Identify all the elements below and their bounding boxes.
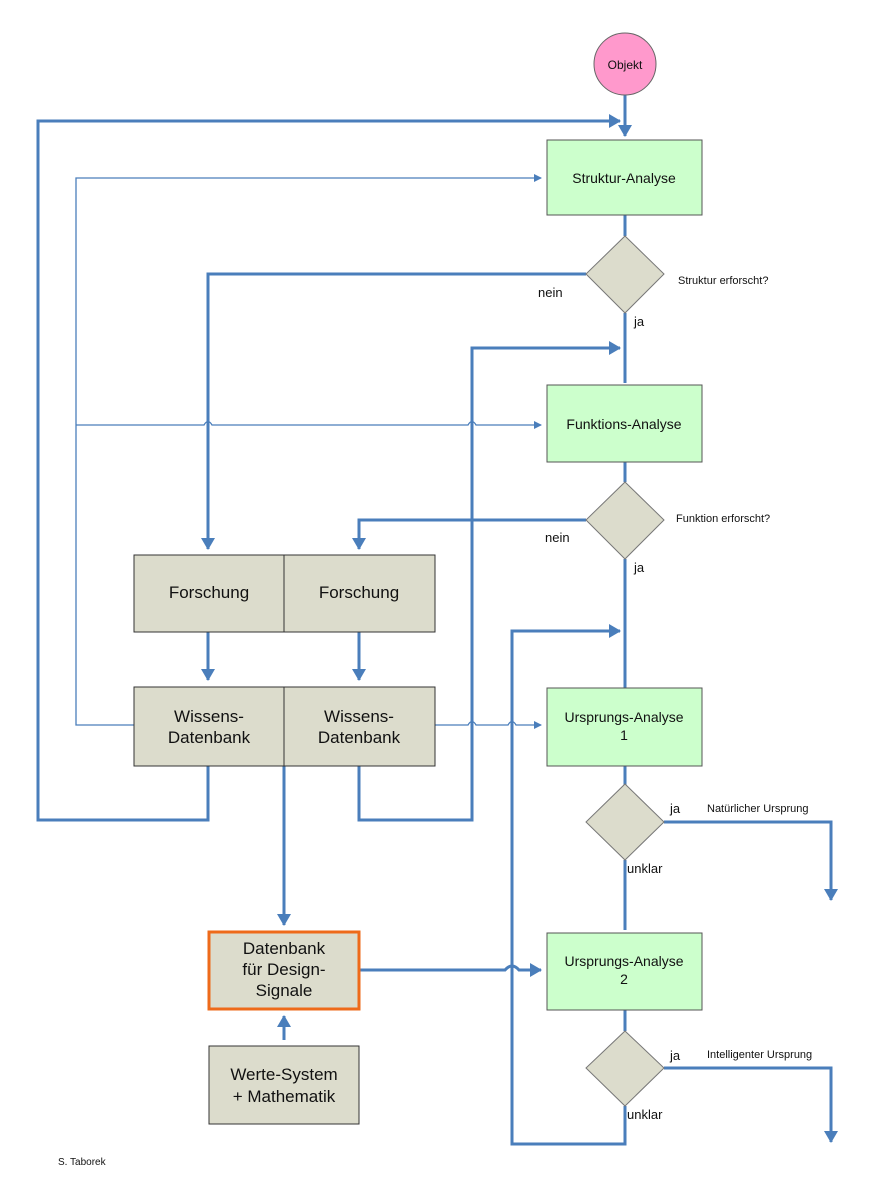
process-werte-system: Werte-System + Mathematik bbox=[208, 1045, 360, 1125]
process-wissens-datenbank-right: Wissens- Datenbank bbox=[283, 686, 436, 767]
process-funktions-analyse: Funktions-Analyse bbox=[546, 384, 703, 463]
decision-ursprung-2-yes-label: ja bbox=[669, 1048, 681, 1063]
decision-ursprung-1-result: Natürlicher Ursprung bbox=[707, 803, 808, 815]
process-struktur-analyse: Struktur-Analyse bbox=[546, 139, 703, 216]
forschung-left-label: Forschung bbox=[169, 583, 249, 602]
connector-d4-yes bbox=[664, 1066, 838, 1143]
start-node-label: Objekt bbox=[608, 58, 643, 72]
decision-ursprung-1-unclear-label: unklar bbox=[627, 861, 663, 876]
connector-thin-to-ua1 bbox=[435, 720, 542, 729]
decision-ursprung-1 bbox=[585, 783, 665, 861]
decision-funktion-no-label: nein bbox=[545, 530, 570, 545]
forschung-right-label: Forschung bbox=[319, 583, 399, 602]
ursprungs-analyse-1-line-1: Ursprungs-Analyse bbox=[564, 709, 683, 725]
design-db-line-2: für Design- bbox=[242, 960, 325, 979]
connector-design-db-to-ua2 bbox=[359, 963, 542, 977]
process-forschung-left: Forschung bbox=[133, 554, 285, 633]
ursprungs-analyse-1-line-2: 1 bbox=[620, 727, 628, 743]
design-db-line-1: Datenbank bbox=[243, 939, 326, 958]
connector-wissens-right-loop bbox=[357, 341, 621, 822]
connector-d4-unclear-loop bbox=[510, 624, 627, 1146]
decision-funktion-question: Funktion erforscht? bbox=[676, 513, 770, 525]
wissens-left-line-1: Wissens- bbox=[174, 707, 244, 726]
wissens-left-line-2: Datenbank bbox=[168, 728, 251, 747]
ursprungs-analyse-2-line-1: Ursprungs-Analyse bbox=[564, 953, 683, 969]
process-ursprungs-analyse-2: Ursprungs-Analyse 2 bbox=[546, 932, 703, 1011]
process-forschung-right: Forschung bbox=[283, 554, 436, 633]
connector-thin-to-funktion bbox=[76, 420, 542, 429]
decision-ursprung-2-result: Intelligenter Ursprung bbox=[707, 1049, 812, 1061]
connector-d1-no bbox=[201, 272, 586, 550]
struktur-analyse-label: Struktur-Analyse bbox=[572, 170, 676, 186]
design-db-line-3: Signale bbox=[256, 981, 313, 1000]
start-node-objekt: Objekt bbox=[593, 32, 657, 96]
decision-struktur bbox=[585, 235, 665, 314]
decision-struktur-no-label: nein bbox=[538, 285, 563, 300]
process-wissens-datenbank-left: Wissens- Datenbank bbox=[133, 686, 285, 767]
process-design-signal-db: Datenbank für Design- Signale bbox=[207, 930, 361, 1011]
thin-connectors bbox=[75, 174, 542, 729]
decision-struktur-yes-label: ja bbox=[633, 314, 645, 329]
ursprungs-analyse-2-line-2: 2 bbox=[620, 971, 628, 987]
werte-system-line-1: Werte-System bbox=[230, 1065, 337, 1084]
author-credit: S. Taborek bbox=[58, 1157, 107, 1168]
decision-ursprung-2 bbox=[585, 1030, 665, 1107]
decision-funktion bbox=[585, 481, 665, 560]
connector-thin-to-struktur bbox=[75, 174, 542, 726]
decision-struktur-question: Struktur erforscht? bbox=[678, 275, 768, 287]
process-ursprungs-analyse-1: Ursprungs-Analyse 1 bbox=[546, 687, 703, 767]
connector-d3-yes bbox=[664, 820, 838, 901]
decision-ursprung-1-yes-label: ja bbox=[669, 801, 681, 816]
decision-ursprung-2-unclear-label: unklar bbox=[627, 1107, 663, 1122]
wissens-right-line-1: Wissens- bbox=[324, 707, 394, 726]
decision-funktion-yes-label: ja bbox=[633, 560, 645, 575]
wissens-right-line-2: Datenbank bbox=[318, 728, 401, 747]
werte-system-line-2: + Mathematik bbox=[233, 1087, 336, 1106]
funktions-analyse-label: Funktions-Analyse bbox=[566, 416, 681, 432]
connectors bbox=[36, 95, 838, 1146]
connector-d2-no bbox=[352, 518, 586, 550]
connector-wissens-left-loop bbox=[36, 114, 621, 822]
